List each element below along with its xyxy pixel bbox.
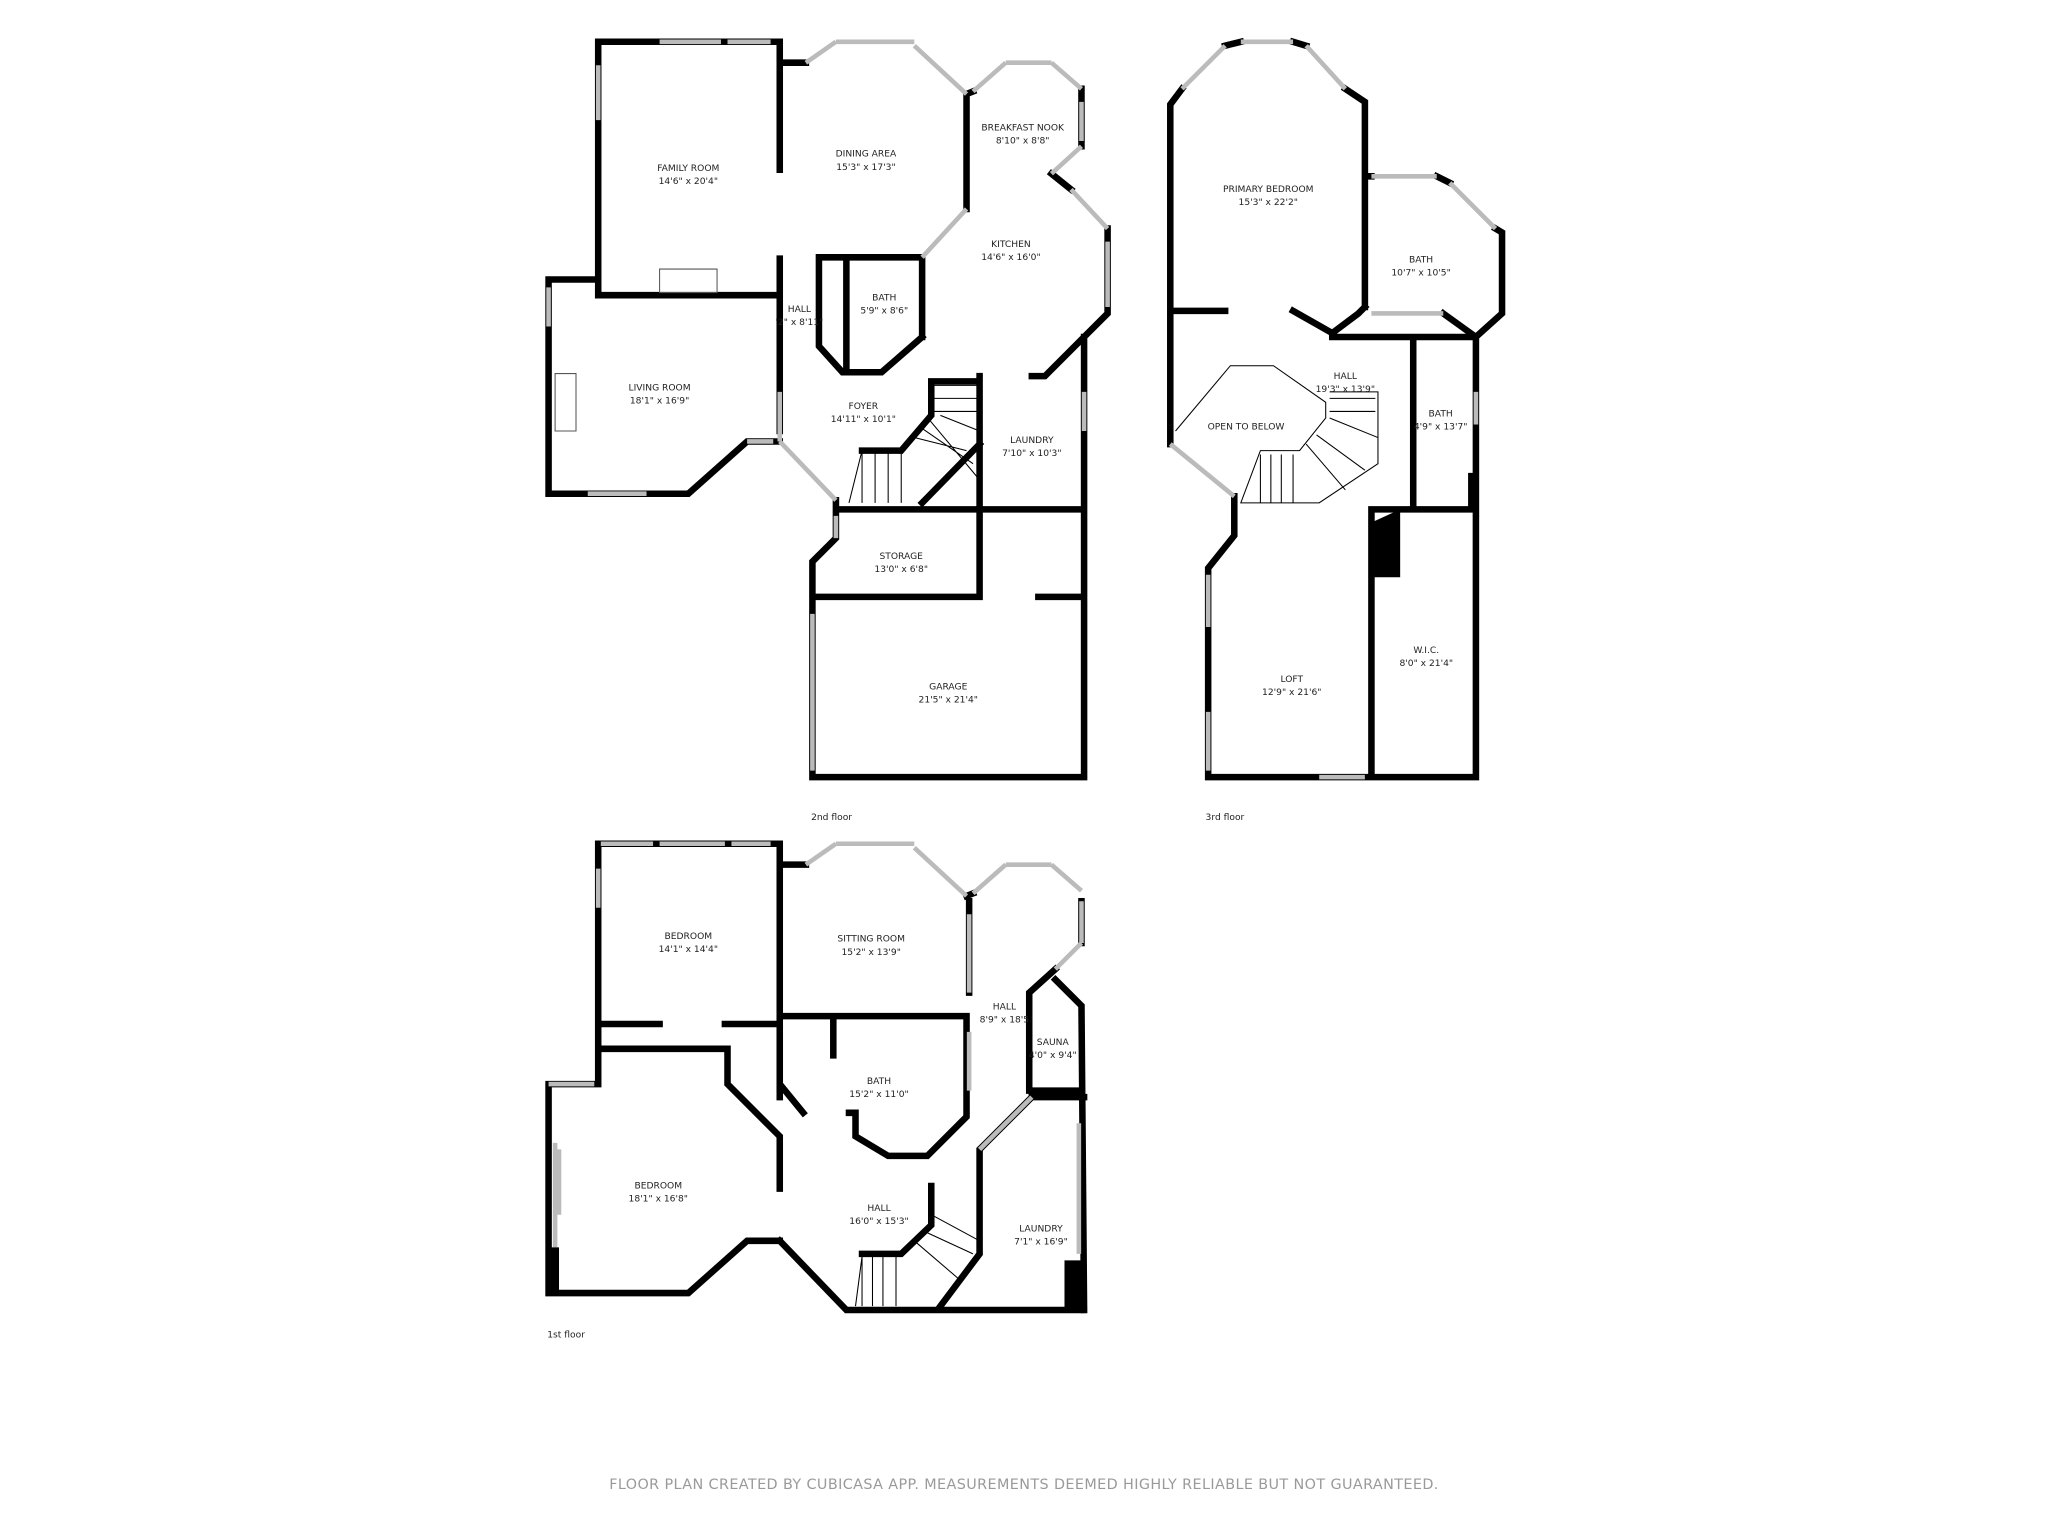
third-floor-solid-block (1371, 472, 1476, 578)
room-name: DINING AREA (836, 150, 897, 160)
room-dims: 4'0" x 9'4" (1029, 1051, 1077, 1061)
room-name: HALL (788, 305, 812, 315)
room-name: LIVING ROOM (629, 384, 691, 394)
room-dims: 8'0" x 21'4" (1399, 659, 1453, 669)
room-dims: 18'1" x 16'9" (630, 397, 689, 407)
room-name: GARAGE (929, 683, 967, 693)
room-name: BATH (1429, 410, 1453, 420)
third-floor-plan (1167, 37, 1506, 781)
room-dims: 15'3" x 22'2" (1239, 198, 1298, 208)
room-dims: 14'6" x 20'4" (659, 177, 718, 187)
room-name: BREAKFAST NOOK (981, 124, 1065, 134)
second-floor-plan (545, 38, 1111, 781)
third-floor-windows (1168, 39, 1498, 780)
second-floor-walls (545, 38, 1111, 781)
fireplace-icon (554, 268, 718, 432)
room-name: LAUNDRY (1019, 1225, 1063, 1235)
room-dims: 18'1" x 16'8" (629, 1195, 688, 1205)
second-floor-windows (546, 39, 1110, 771)
room-name: BEDROOM (634, 1182, 682, 1192)
room-name: LAUNDRY (1010, 436, 1054, 446)
room-dims: 16'0" x 15'3" (849, 1217, 908, 1227)
room-name: KITCHEN (991, 240, 1031, 250)
room-dims: 10'7" x 10'5" (1391, 269, 1450, 279)
room-dims: 5'9" x 8'6" (860, 306, 908, 316)
footer-disclaimer: FLOOR PLAN CREATED BY CUBICASA APP. MEAS… (609, 1477, 1439, 1493)
room-name: BATH (872, 293, 896, 303)
room-name: FOYER (849, 402, 879, 412)
room-name: BATH (1409, 256, 1433, 266)
room-dims: 8'10" x 8'8" (996, 137, 1050, 147)
room-dims: 7'1" x 16'9" (1014, 1238, 1068, 1248)
room-dims: '2" x 8'11" (775, 318, 823, 328)
room-dims: 15'3" x 17'3" (836, 163, 895, 173)
first-floor-stairs (854, 1214, 980, 1307)
second-floor-stairs (848, 384, 980, 503)
room-name: SITTING ROOM (837, 935, 905, 945)
room-dims: 8'9" x 18'5 (980, 1016, 1030, 1026)
room-dims: 13'0" x 6'8" (874, 565, 928, 575)
room-dims: 14'6" x 16'0" (981, 253, 1040, 263)
second-floor-labels: FAMILY ROOM 14'6" x 20'4" DINING AREA 15… (629, 124, 1066, 824)
first-floor-walls (545, 840, 1088, 1314)
third-floor-walls (1167, 37, 1506, 781)
room-name: HALL (867, 1204, 891, 1214)
room-dims: 4'9" x 13'7" (1414, 423, 1468, 433)
room-name: BEDROOM (665, 932, 713, 942)
room-name: BATH (867, 1077, 891, 1087)
room-dims: 14'11" x 10'1" (831, 415, 896, 425)
room-name: OPEN TO BELOW (1208, 423, 1285, 433)
room-dims: 15'2" x 13'9" (841, 948, 900, 958)
room-dims: 14'1" x 14'4" (659, 945, 718, 955)
room-dims: 15'2" x 11'0" (849, 1090, 908, 1100)
first-floor-windows (548, 841, 1084, 1254)
first-floor-labels: BEDROOM 14'1" x 14'4" SITTING ROOM 15'2"… (547, 932, 1076, 1340)
room-name: FAMILY ROOM (657, 164, 719, 174)
third-floor-labels: PRIMARY BEDROOM 15'3" x 22'2" BATH 10'7"… (1206, 185, 1468, 823)
room-name: STORAGE (880, 552, 924, 562)
first-floor-plan (545, 840, 1088, 1314)
third-floor-stairs (1259, 397, 1379, 503)
room-name: HALL (1334, 372, 1358, 382)
open-to-below-outline (1175, 365, 1379, 504)
room-dims: 7'10" x 10'3" (1002, 449, 1061, 459)
room-dims: 19'3" x 13'9" (1316, 385, 1375, 395)
floor-label: 3rd floor (1206, 813, 1245, 823)
room-dims: 12'9" x 21'6" (1262, 688, 1321, 698)
room-name: W.I.C. (1413, 646, 1439, 656)
room-name: LOFT (1280, 675, 1303, 685)
floor-label: 2nd floor (811, 813, 852, 823)
room-name: PRIMARY BEDROOM (1223, 185, 1314, 195)
room-name: SAUNA (1037, 1038, 1070, 1048)
floor-label: 1st floor (547, 1330, 585, 1340)
room-name: HALL (993, 1003, 1017, 1013)
room-dims: 21'5" x 21'4" (919, 696, 978, 706)
